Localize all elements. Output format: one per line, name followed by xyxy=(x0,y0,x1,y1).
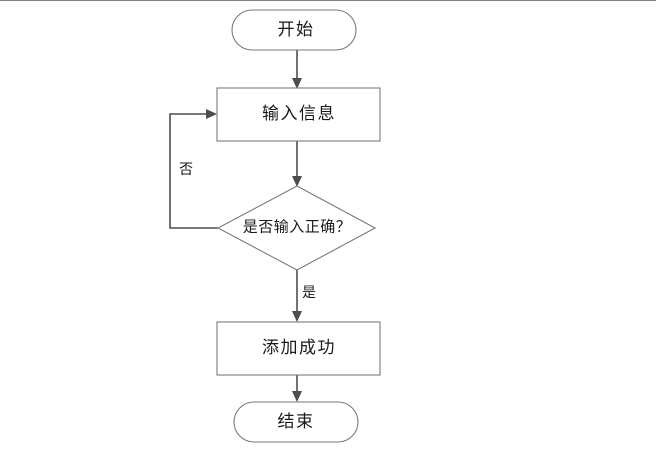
decision-shape xyxy=(216,185,377,271)
start-shape xyxy=(231,9,357,51)
edge-decision-to-input-loop xyxy=(169,109,218,229)
success-label: 添加成功 xyxy=(262,338,336,357)
edge-start-to-input xyxy=(292,50,302,89)
edge-label-no: 否 xyxy=(179,163,193,178)
node-end[interactable]: 结束 xyxy=(233,401,359,443)
success-shape xyxy=(216,321,381,376)
input-label: 输入信息 xyxy=(262,104,336,123)
edge-success-to-end xyxy=(292,375,302,402)
edge-input-to-decision xyxy=(292,141,302,187)
node-input[interactable]: 输入信息 xyxy=(216,87,381,142)
node-success[interactable]: 添加成功 xyxy=(216,321,381,376)
node-start[interactable]: 开始 xyxy=(231,9,357,51)
edge-decision-to-success xyxy=(292,270,302,322)
end-shape xyxy=(233,401,359,443)
decision-label: 是否输入正确？ xyxy=(243,218,352,235)
input-shape xyxy=(216,87,381,142)
page-top-border xyxy=(0,0,656,1)
end-label: 结束 xyxy=(278,412,315,431)
node-decision[interactable]: 是否输入正确？ xyxy=(216,185,377,271)
edge-label-yes: 是 xyxy=(302,286,316,301)
start-label: 开始 xyxy=(278,20,315,39)
